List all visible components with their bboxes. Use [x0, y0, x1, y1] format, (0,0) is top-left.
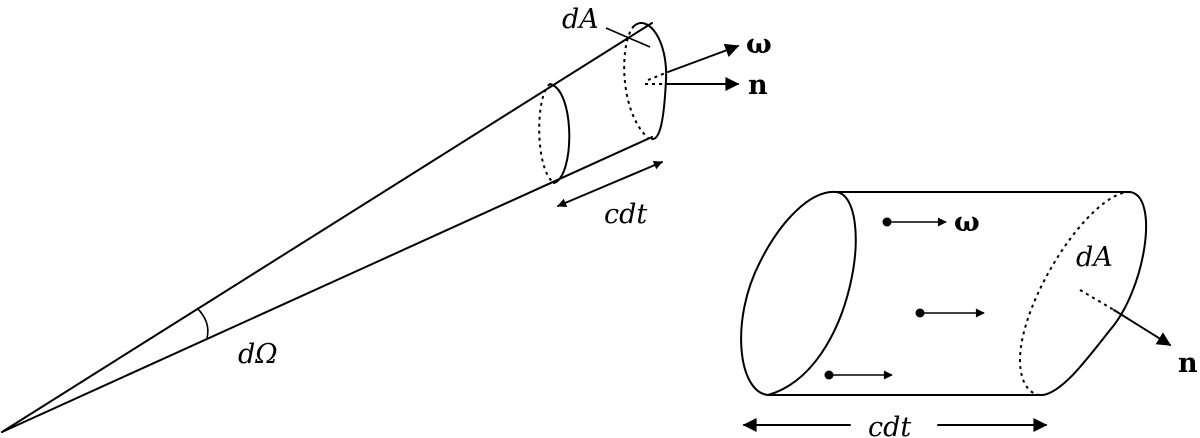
- cylinder-omega-label: ω: [954, 207, 980, 238]
- cylinder-left-ellipse: [740, 190, 857, 397]
- cone-normal-label: n: [748, 70, 768, 101]
- cone-length-arrow-back: [557, 183, 611, 207]
- cone-area-leader: [605, 27, 651, 48]
- cylinder-normal-label: n: [1178, 348, 1198, 379]
- particle-dot: [882, 217, 892, 227]
- cone-omega-arrow: [667, 43, 740, 73]
- cylinder-normal-arrow: [1113, 309, 1172, 346]
- cone-upper-edge: [1, 22, 653, 433]
- cone-omega-dotted: [647, 71, 669, 81]
- cylinder: ω dA n cdt: [740, 190, 1198, 438]
- cone-end-cap-front: [633, 22, 668, 140]
- particle-dot: [915, 308, 925, 318]
- cylinder-area-label: dA: [1076, 242, 1113, 273]
- cone-omega-label: ω: [746, 29, 772, 60]
- solid-angle-label: dΩ: [238, 339, 278, 370]
- cone-mid-section-front: [549, 83, 571, 184]
- cone-end-cap-back: [623, 25, 649, 139]
- cone-length-label: cdt: [604, 199, 647, 230]
- cone-length-arrow: [609, 161, 663, 185]
- cylinder-normal-dotted: [1079, 289, 1115, 311]
- cylinder-length-label: cdt: [868, 412, 911, 438]
- cylinder-right-ellipse-back: [1018, 191, 1131, 397]
- cone: dA ω n cdt dΩ: [1, 4, 772, 433]
- cone-lower-edge: [1, 136, 653, 433]
- cylinder-right-ellipse-front: [1042, 191, 1148, 396]
- cone-mid-section-back: [538, 83, 555, 184]
- solid-angle-arc: [196, 307, 209, 339]
- cone-area-label: dA: [562, 4, 599, 35]
- particle-dot: [824, 370, 834, 380]
